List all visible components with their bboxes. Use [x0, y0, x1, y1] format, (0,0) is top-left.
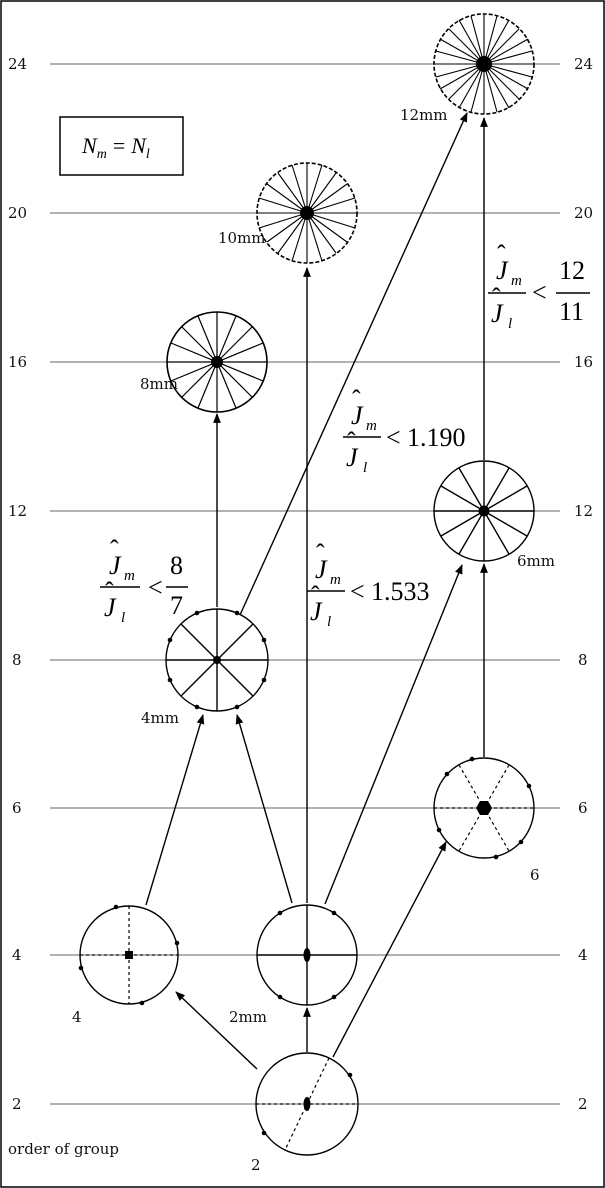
condition-rhs-sub: l — [146, 147, 150, 162]
ratio-4mm-num-hat: ˆ — [110, 535, 119, 564]
ratio-4mm-den-hat: ˆ — [105, 577, 114, 606]
level-label-left-24: 24 — [8, 55, 27, 73]
group-4mm: 4mm — [141, 608, 269, 727]
ratio-12mm-op: < — [532, 278, 547, 307]
group-label-4: 4 — [72, 1008, 82, 1026]
ratio-10mm-den-sub: l — [363, 460, 367, 476]
ratio-6mm-num-hat: ˆ — [316, 539, 325, 568]
ratio-4mm-den-sub: l — [121, 610, 125, 626]
group-label-10mm: 10mm — [218, 229, 266, 247]
arrow-2mm-to-6mm — [324, 564, 463, 905]
level-label-left-20: 20 — [8, 204, 27, 222]
ratio-4mm-bound-den: 7 — [170, 591, 183, 620]
group-symbols: 2 4 2mm — [72, 13, 555, 1174]
level-label-right-20: 20 — [574, 204, 593, 222]
level-label-right-8: 8 — [578, 651, 588, 669]
group-8mm: 8mm — [140, 311, 268, 413]
ratio-10mm-op: < — [386, 423, 401, 452]
condition-eq: = — [113, 133, 125, 158]
ratio-12mm-den-sub: l — [508, 316, 512, 332]
ratio-12mm-num-sub: m — [511, 273, 522, 289]
condition-box: Nm=Nl — [59, 116, 184, 176]
condition-lhs-sub: m — [97, 147, 107, 162]
group-label-2mm: 2mm — [229, 1008, 267, 1026]
ratio-4mm-den-var: J — [104, 593, 117, 622]
axis-caption: order of group — [8, 1140, 119, 1158]
ratio-4mm-bound-num: 8 — [170, 551, 183, 580]
group-12mm: 12mm — [400, 13, 535, 124]
ratio-6mm-den-sub: l — [327, 614, 331, 630]
ratio-6mm-num-sub: m — [330, 572, 341, 588]
ratio-12mm-den-hat: ˆ — [492, 283, 501, 312]
ratio-4mm-op: < — [148, 573, 163, 602]
level-label-left-4: 4 — [12, 946, 22, 964]
group-label-2: 2 — [251, 1156, 261, 1174]
group-6mm: 6mm — [433, 460, 555, 570]
level-label-right-2: 2 — [578, 1095, 588, 1113]
ratio-4mm: J ˆ m J ˆ l < 8 7 — [100, 535, 188, 626]
level-label-right-4: 4 — [578, 946, 588, 964]
svg-text:Nm=Nl: Nm=Nl — [81, 133, 150, 162]
condition-lhs: N — [81, 133, 98, 158]
ratio-12mm: J ˆ m J ˆ l < 12 11 — [488, 240, 590, 332]
level-label-left-6: 6 — [12, 799, 22, 817]
ratio-6mm-num-var: J — [315, 555, 328, 584]
subgroup-arrows — [145, 112, 488, 1070]
ratio-12mm-bound-den: 11 — [559, 297, 584, 326]
group-label-4mm: 4mm — [141, 709, 179, 727]
level-label-right-24: 24 — [574, 55, 593, 73]
ratio-6mm-den-hat: ˆ — [311, 581, 320, 610]
group-10mm: 10mm — [218, 162, 358, 264]
level-label-left-2: 2 — [12, 1095, 22, 1113]
group-4: 4 — [72, 904, 180, 1026]
ratio-6mm-bound: 1.533 — [371, 577, 430, 606]
level-label-right-12: 12 — [574, 502, 593, 520]
ratio-4mm-num-var: J — [109, 551, 122, 580]
level-label-left-16: 16 — [8, 353, 27, 371]
ratio-12mm-num-hat: ˆ — [497, 240, 506, 269]
ratio-10mm-num-hat: ˆ — [352, 385, 361, 414]
group-label-8mm: 8mm — [140, 375, 178, 393]
ratio-6mm-op: < — [350, 577, 365, 606]
ratio-12mm-num-var: J — [496, 256, 509, 285]
level-6: 6 6 — [12, 799, 588, 817]
arrow-4-to-4mm — [145, 714, 205, 906]
condition-rhs: N — [130, 133, 147, 158]
ratio-10mm-num-sub: m — [366, 418, 377, 434]
group-label-6: 6 — [530, 866, 540, 884]
ratio-6mm-den-var: J — [310, 597, 323, 626]
ratio-4mm-num-sub: m — [124, 568, 135, 584]
level-label-right-6: 6 — [578, 799, 588, 817]
level-label-right-16: 16 — [574, 353, 593, 371]
ratio-10mm-den-var: J — [346, 443, 359, 472]
group-2mm: 2mm — [229, 904, 358, 1026]
ratio-12mm-den-var: J — [491, 299, 504, 328]
level-label-left-8: 8 — [12, 651, 22, 669]
arrow-2-to-6 — [332, 841, 447, 1058]
level-label-left-12: 12 — [8, 502, 27, 520]
ratio-10mm-num-var: J — [351, 401, 364, 430]
level-16: 16 16 — [8, 353, 593, 371]
group-label-12mm: 12mm — [400, 106, 448, 124]
ratio-6mm: J ˆ m J ˆ l < 1.533 — [307, 539, 430, 630]
group-2: 2 — [251, 1052, 359, 1174]
ratio-10mm: J ˆ m J ˆ l < 1.190 — [343, 385, 466, 476]
arrow-4mm-to-12mm — [239, 112, 468, 616]
level-8: 8 8 — [12, 651, 588, 669]
arrow-2mm-to-4mm — [235, 714, 293, 904]
ratio-12mm-bound-num: 12 — [559, 256, 585, 285]
arrow-2-to-4 — [175, 991, 258, 1070]
ratio-10mm-bound: 1.190 — [407, 423, 466, 452]
ratio-10mm-den-hat: ˆ — [347, 427, 356, 456]
group-6: 6 — [433, 756, 540, 884]
group-label-6mm: 6mm — [517, 552, 555, 570]
